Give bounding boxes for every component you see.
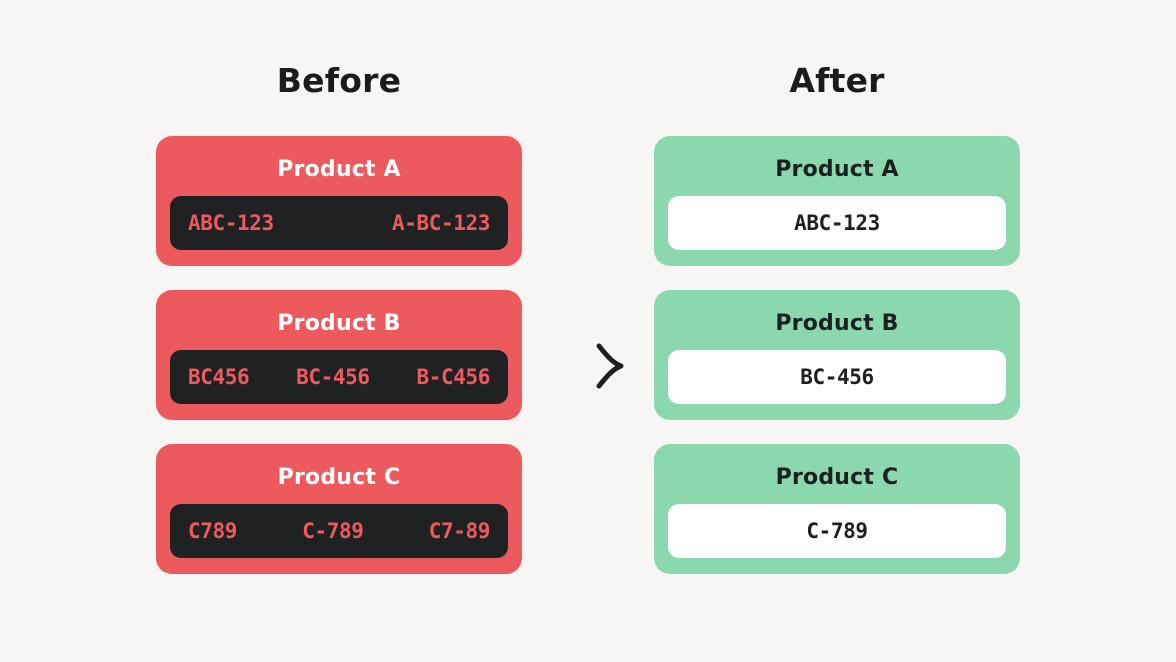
card-title: Product B (775, 311, 899, 336)
after-card-product-a[interactable]: Product A ABC-123 (654, 136, 1020, 266)
card-title: Product C (775, 465, 899, 490)
value-strip: BC-456 (668, 350, 1006, 404)
product-code-value: BC-456 (296, 365, 370, 389)
value-strip: BC456 BC-456 B-C456 (170, 350, 508, 404)
product-code-value: B-C456 (416, 365, 491, 389)
value-strip: ABC-123 (668, 196, 1006, 250)
product-code-value: C-789 (302, 519, 364, 543)
card-title: Product A (775, 157, 899, 182)
card-title: Product B (277, 311, 401, 336)
arrow-right-icon (549, 340, 627, 392)
product-code-value: BC-456 (800, 365, 874, 389)
after-column: Product A ABC-123 Product B BC-456 Produ… (654, 136, 1020, 574)
product-code-value: A-BC-123 (392, 211, 490, 235)
product-code-value: ABC-123 (794, 211, 880, 235)
product-code-value: C789 (188, 519, 237, 543)
value-strip: C789 C-789 C7-89 (170, 504, 508, 558)
product-code-value: C-789 (806, 519, 868, 543)
after-card-product-b[interactable]: Product B BC-456 (654, 290, 1020, 420)
after-card-product-c[interactable]: Product C C-789 (654, 444, 1020, 574)
before-card-product-b[interactable]: Product B BC456 BC-456 B-C456 (156, 290, 522, 420)
card-title: Product A (277, 157, 401, 182)
value-strip: ABC-123 A-BC-123 (170, 196, 508, 250)
before-card-product-a[interactable]: Product A ABC-123 A-BC-123 (156, 136, 522, 266)
product-code-value: BC456 (188, 365, 250, 389)
before-column: Product A ABC-123 A-BC-123 Product B BC4… (156, 136, 522, 574)
product-code-value: C7-89 (428, 519, 491, 543)
card-title: Product C (277, 465, 401, 490)
column-heading-after: After (789, 61, 885, 100)
before-card-product-c[interactable]: Product C C789 C-789 C7-89 (156, 444, 522, 574)
column-heading-before: Before (276, 61, 402, 100)
product-code-value: ABC-123 (188, 211, 274, 235)
value-strip: C-789 (668, 504, 1006, 558)
